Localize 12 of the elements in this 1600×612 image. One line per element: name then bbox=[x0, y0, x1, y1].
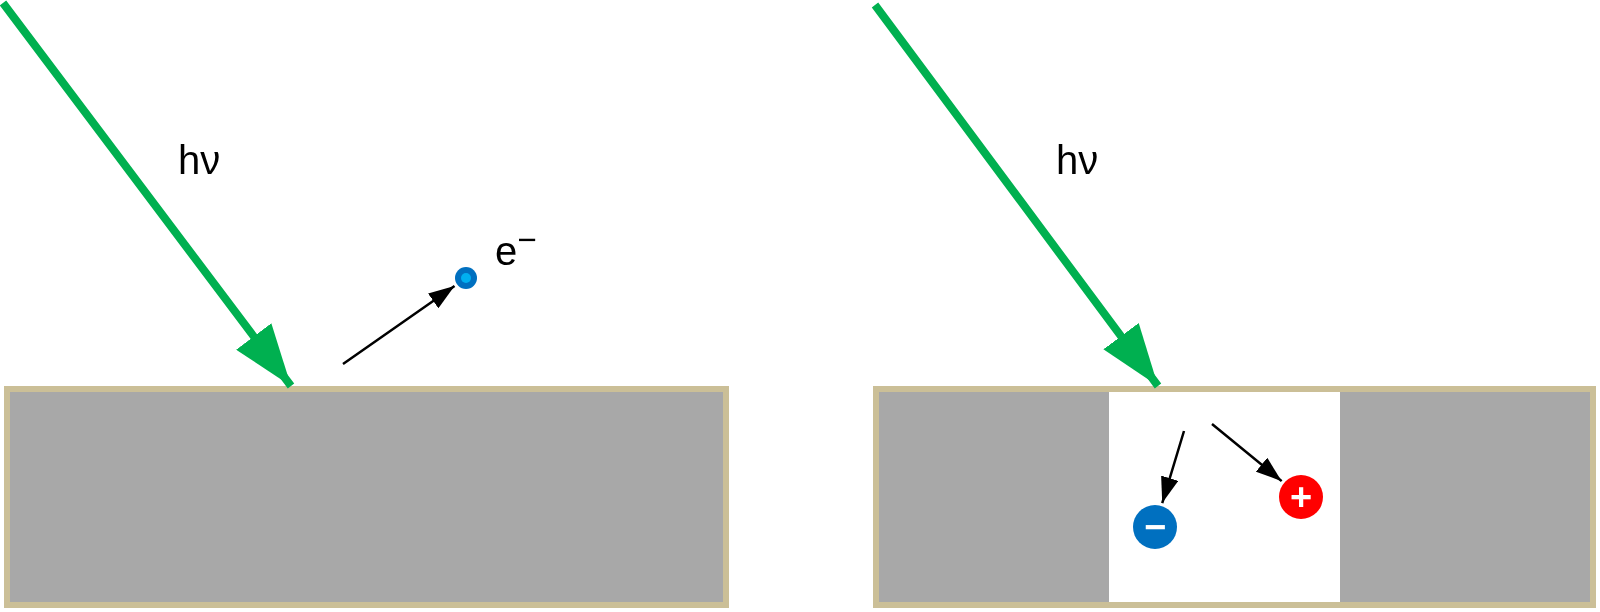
electron-circle bbox=[455, 267, 477, 289]
material-slab bbox=[4, 386, 729, 608]
electron-symbol: − bbox=[1133, 505, 1177, 549]
motion-arrow bbox=[1161, 430, 1186, 504]
motion-arrow bbox=[1211, 423, 1283, 483]
particle-label: e$^{−}$ bbox=[495, 223, 537, 272]
light-ray-arrow bbox=[0, 0, 295, 389]
motion-arrow bbox=[342, 285, 456, 366]
material-slab bbox=[873, 386, 1596, 608]
depleted-region bbox=[1109, 392, 1340, 602]
hole-symbol: + bbox=[1279, 475, 1323, 519]
light-ray-arrow bbox=[871, 2, 1162, 389]
